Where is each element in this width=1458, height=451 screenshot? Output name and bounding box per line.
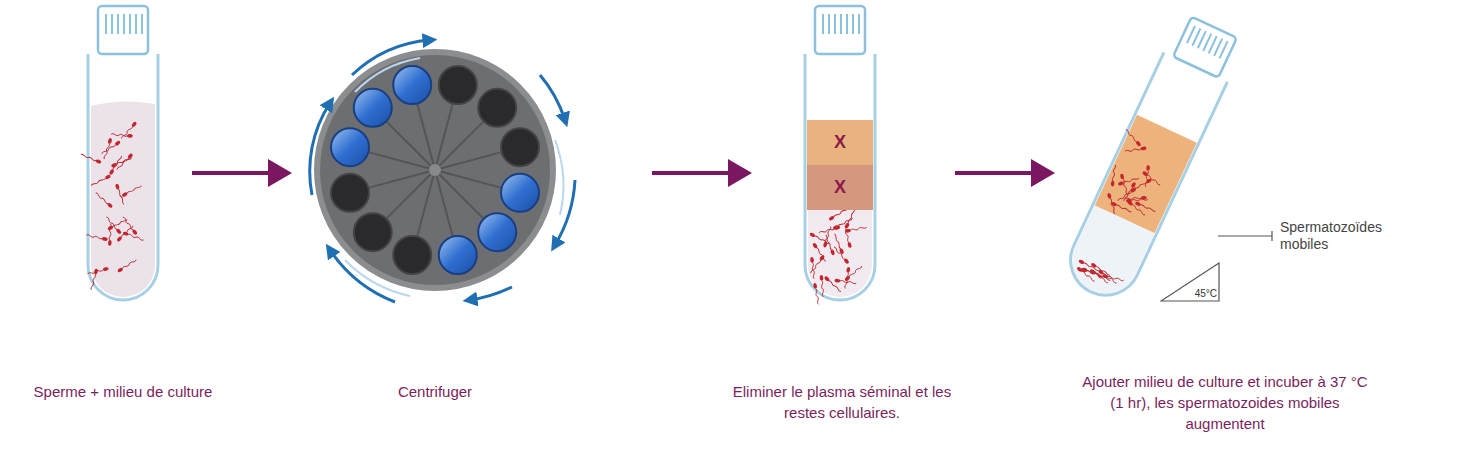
- rotor-slot: [393, 66, 431, 104]
- rotor-slot: [331, 174, 369, 212]
- rotor-slot: [354, 213, 392, 251]
- rotor-slot: [439, 236, 477, 274]
- step-caption: Ajouter milieu de culture et incuber à 3…: [1080, 371, 1370, 434]
- discard-mark: X: [807, 177, 873, 198]
- spermatozoon: [819, 225, 841, 234]
- spermatozoon: [834, 279, 856, 285]
- spermatozoon: [120, 121, 137, 140]
- spermatozoon: [1090, 262, 1110, 276]
- spermatozoon: [809, 255, 825, 275]
- spermatozoon: [812, 242, 827, 262]
- rotor-slot: [478, 89, 516, 127]
- spermatozoon: [1135, 201, 1157, 213]
- spermatozoon: [1126, 197, 1148, 202]
- spermatozoon: [95, 192, 114, 209]
- spermatozoon: [90, 174, 111, 187]
- spermatozoon: [116, 225, 134, 243]
- centrifuge-rotor: [310, 40, 575, 302]
- rotor-slot: [393, 236, 431, 274]
- step-caption: Sperme + milieu de culture: [23, 381, 223, 402]
- spermatozoon: [833, 233, 845, 255]
- spermatozoon: [122, 216, 138, 235]
- rotor-spoke: [435, 170, 453, 236]
- spermatozoon: [824, 276, 842, 293]
- rotor-slot: [501, 128, 539, 166]
- step-caption: Eliminer le plasma séminal et les restes…: [722, 381, 962, 423]
- tilted-test-tube: [1057, 11, 1246, 306]
- spermatozoon: [1110, 165, 1116, 187]
- spermatozoon: [109, 155, 123, 175]
- spermatozoon: [1090, 269, 1111, 282]
- spermatozoon: [80, 153, 102, 164]
- spermatozoon: [90, 268, 99, 290]
- spermatozoon: [1144, 165, 1150, 187]
- rotor-slot: [439, 66, 477, 104]
- spermatozoon: [103, 138, 113, 160]
- rotor-slot: [501, 174, 539, 212]
- spermatozoon: [1080, 268, 1102, 278]
- spermatozoon: [809, 232, 830, 245]
- spermatozoon: [115, 183, 126, 205]
- process-arrow: [192, 159, 292, 187]
- callout-label: Spermatozoïdes mobiles: [1280, 219, 1430, 253]
- test-tube: [805, 6, 875, 305]
- process-arrow: [955, 159, 1055, 187]
- spermatozoon: [107, 218, 128, 231]
- supernatant-layer: X: [807, 165, 873, 210]
- spermatozoon: [1107, 193, 1117, 215]
- rotor-hub: [429, 164, 441, 176]
- spermatozoon: [819, 275, 825, 297]
- step-caption: Centrifuger: [335, 381, 535, 402]
- spermatozoon: [1127, 200, 1146, 216]
- spermatozoon: [844, 265, 863, 282]
- rotor-spoke: [435, 152, 501, 170]
- spermatozoon: [1125, 146, 1147, 153]
- spermatozoon: [101, 140, 121, 155]
- spermatozoon: [116, 153, 134, 171]
- spermatozoon: [845, 225, 867, 233]
- spermatozoon: [1076, 266, 1095, 282]
- spermatozoon: [832, 217, 853, 230]
- temperature-label: 45°C: [1195, 288, 1217, 299]
- test-tube: [80, 6, 158, 300]
- spermatozoon: [810, 257, 816, 279]
- rotor-slot: [478, 213, 516, 251]
- rotor-spoke: [417, 104, 435, 170]
- process-arrow: [652, 159, 752, 187]
- spermatozoon: [1124, 128, 1141, 147]
- spermatozoon: [1122, 182, 1136, 203]
- spermatozoon: [844, 208, 856, 229]
- spermatozoon: [1111, 201, 1132, 213]
- spermatozoon: [121, 184, 142, 197]
- discard-mark: X: [807, 132, 873, 153]
- spermatozoon: [111, 156, 132, 168]
- spermatozoon: [813, 283, 821, 305]
- rotor-spoke: [369, 170, 435, 188]
- rotor-slot: [354, 89, 392, 127]
- leader-line: [1218, 231, 1272, 241]
- spermatozoon: [87, 267, 109, 276]
- rotor-slot: [331, 128, 369, 166]
- spermatozoon: [86, 233, 108, 241]
- spermatozoon: [1120, 173, 1130, 195]
- spermatozoon: [117, 258, 137, 273]
- supernatant-layer: X: [807, 120, 873, 165]
- spermatozoon: [833, 246, 850, 265]
- temperature-triangle: 45°C: [1160, 262, 1220, 302]
- spermatozoon: [844, 267, 851, 289]
